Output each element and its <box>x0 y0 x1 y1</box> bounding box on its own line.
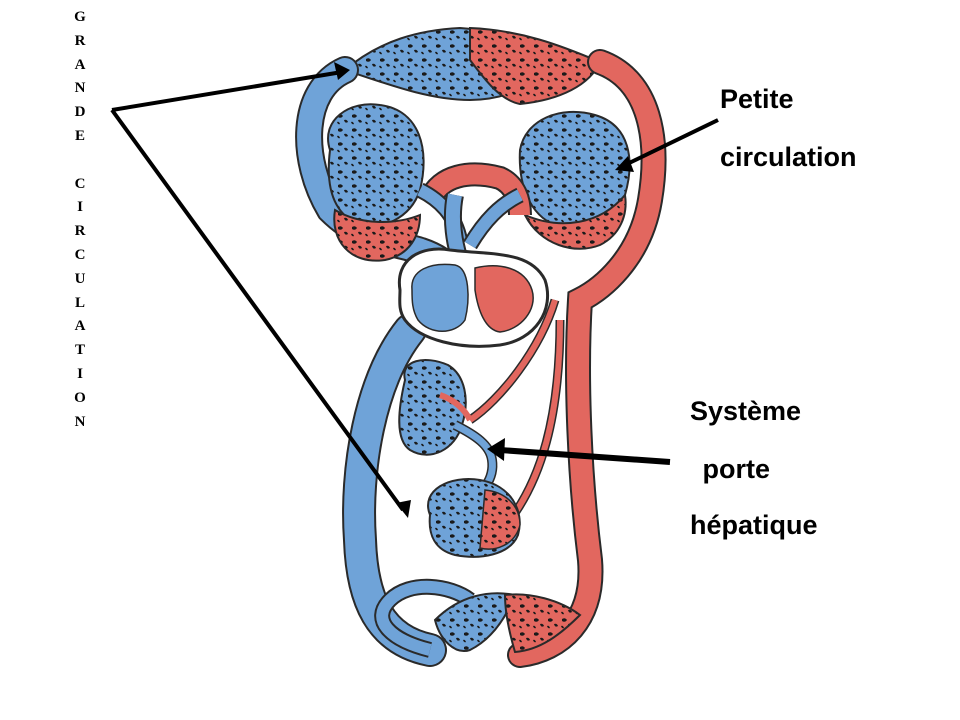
vertical-letter: G <box>74 9 86 25</box>
intestine-capillary-bed <box>427 478 521 558</box>
vertical-letter: O <box>74 389 86 406</box>
grande-circulation-pointer-lower <box>110 108 405 512</box>
vertical-letter: I <box>77 199 83 216</box>
vertical-letter: L <box>74 294 85 311</box>
left-lung-capillary-bed <box>327 103 425 262</box>
vertical-letter: N <box>74 80 86 97</box>
systemic-arteries <box>467 49 667 668</box>
vertical-letter: E <box>74 127 85 144</box>
arrowhead-icon <box>615 156 634 172</box>
petite-circulation-label-line2: circulation <box>720 142 857 172</box>
vertical-letter: A <box>74 56 86 73</box>
systeme-porte-pointer <box>499 447 671 465</box>
grande-circulation-pointer-upper <box>111 70 343 112</box>
vertical-letter: T <box>74 342 85 359</box>
arrowhead-icon <box>487 438 505 461</box>
vertical-letter: R <box>74 32 86 49</box>
arrowhead-icon <box>334 62 350 80</box>
vertical-letter: D <box>74 104 86 121</box>
annotation-arrows <box>110 62 719 518</box>
vertical-letter: C <box>74 175 86 192</box>
vertical-letter: A <box>74 318 86 335</box>
vertical-letter: R <box>74 223 86 240</box>
vertical-letter: C <box>74 246 86 263</box>
heart <box>397 247 550 348</box>
petite-circulation-label-line1: Petite <box>720 84 794 114</box>
arrowhead-icon <box>396 500 411 518</box>
liver-capillary-bed <box>398 359 473 456</box>
systeme-porte-label-line3: hépatique <box>690 510 818 540</box>
upper-body-capillary-bed <box>343 26 602 106</box>
vertical-letter: N <box>74 413 86 430</box>
petite-circulation-pointer <box>624 118 719 167</box>
vertical-letter: U <box>74 270 86 287</box>
systeme-porte-label-line1: Système <box>690 396 802 426</box>
lower-body-capillary-bed <box>433 592 582 654</box>
systeme-porte-label-line2: porte <box>695 454 771 484</box>
right-lung-capillary-bed <box>518 110 631 250</box>
vertical-letter: I <box>77 365 83 382</box>
